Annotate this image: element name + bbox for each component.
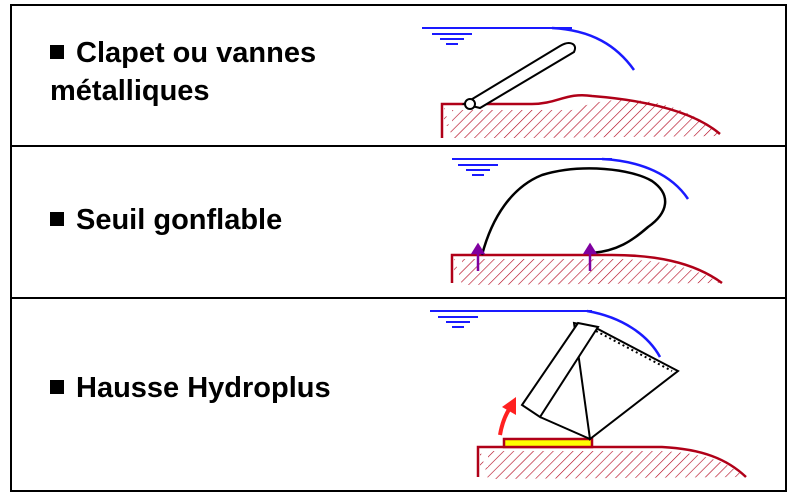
label-hydroplus: Hausse Hydroplus xyxy=(50,369,331,407)
bullet-square xyxy=(50,212,64,226)
panel-hydroplus: Hausse Hydroplus xyxy=(10,299,787,492)
bullet-square xyxy=(50,45,64,59)
ground-hatch xyxy=(444,99,722,138)
label-hydroplus-line1: Hausse Hydroplus xyxy=(76,372,331,404)
fusegate-front-panel xyxy=(520,321,600,419)
water-level-symbol xyxy=(422,27,572,45)
water-nappe xyxy=(601,157,690,200)
fusegate-edge xyxy=(539,416,591,440)
bullet-square xyxy=(50,380,64,394)
diagram-clapet xyxy=(422,26,722,138)
fusegate-dotted-line xyxy=(595,330,673,372)
panel-clapet: Clapet ou vannes métalliques xyxy=(10,4,787,147)
ground-line xyxy=(476,445,747,478)
label-gonflable-line1: Seuil gonflable xyxy=(76,204,283,236)
water-level-symbol xyxy=(452,158,612,176)
tilt-arrow-icon xyxy=(498,397,516,436)
ground-line xyxy=(440,93,721,138)
ground-hatch xyxy=(480,449,744,479)
metal-flap xyxy=(461,42,576,110)
anchor-bolts xyxy=(470,242,598,271)
label-gonflable: Seuil gonflable xyxy=(50,201,282,239)
water-nappe xyxy=(586,309,662,358)
diagram-hydroplus xyxy=(430,309,747,479)
label-clapet-line2: métalliques xyxy=(50,75,210,107)
water-level-symbol xyxy=(430,310,592,328)
inflatable-membrane xyxy=(480,167,667,256)
label-clapet: Clapet ou vannes métalliques xyxy=(50,34,316,110)
ground-line xyxy=(450,253,723,285)
diagram-gonflable xyxy=(450,157,723,285)
water-nappe xyxy=(551,26,636,71)
ground-hatch xyxy=(454,257,720,285)
panel-gonflable: Seuil gonflable xyxy=(10,147,787,299)
hydroplus-base-seal xyxy=(502,437,594,449)
label-clapet-line1: Clapet ou vannes xyxy=(76,37,317,69)
